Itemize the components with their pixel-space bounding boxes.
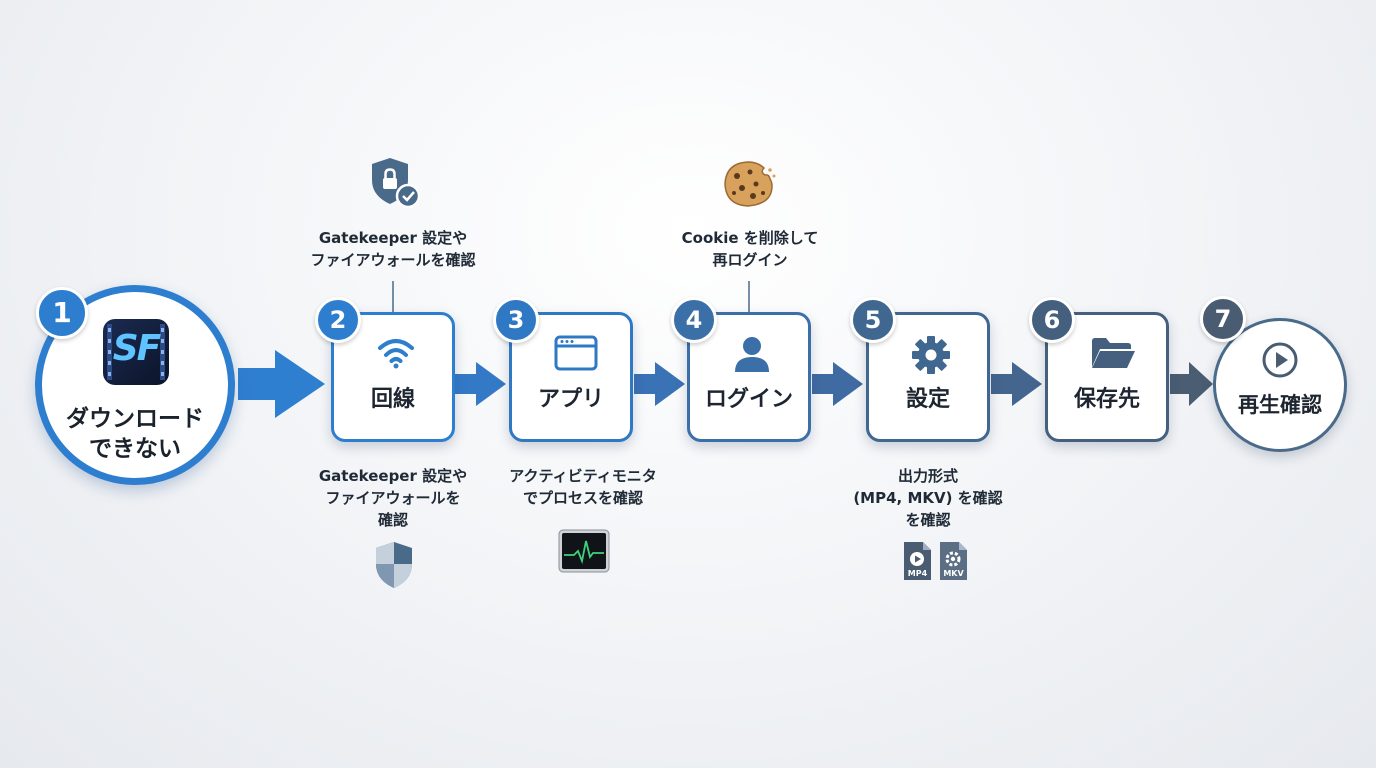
start-label-line2: できない (89, 436, 181, 462)
folder-icon (1090, 335, 1136, 375)
note-step2-top: Gatekeeper 設定や ファイアウォールを確認 (283, 227, 503, 271)
sf-app-logo-icon: SF (103, 319, 169, 389)
badge-2: 2 (315, 297, 361, 343)
note-step2-bottom: Gatekeeper 設定や ファイアウォールを 確認 (293, 465, 493, 531)
badge-7: 7 (1200, 296, 1246, 342)
note-step2-bottom-line2: ファイアウォールを (325, 489, 461, 507)
arrow-6-7 (1170, 362, 1213, 406)
note-step5-bottom-line3: を確認 (905, 511, 951, 529)
logo-text: SF (112, 328, 162, 369)
note-step3-bottom: アクティビティモニタ でプロセスを確認 (483, 465, 683, 509)
note-step5-bottom-line2: (MP4, MKV) を確認 (853, 489, 1003, 507)
step-card-7: 再生確認 (1213, 318, 1347, 452)
cookie-icon (722, 160, 778, 212)
note-step2-top-line1: Gatekeeper 設定や (318, 229, 468, 247)
wifi-icon (376, 335, 416, 375)
mp4-label: MP4 (907, 569, 928, 578)
note-step4-top-line1: Cookie を削除して (681, 229, 819, 247)
note-step2-top-line2: ファイアウォールを確認 (310, 251, 476, 269)
note-step5-bottom: 出力形式 (MP4, MKV) を確認 を確認 (828, 465, 1028, 531)
activity-monitor-icon (558, 529, 610, 577)
user-icon (732, 335, 772, 377)
note-step5-bottom-line1: 出力形式 (897, 467, 958, 485)
step-label-3: アプリ (537, 387, 604, 412)
mkv-label: MKV (943, 569, 964, 578)
arrow-3-4 (634, 362, 685, 406)
badge-3: 3 (493, 297, 539, 343)
step-label-2: 回線 (370, 387, 415, 412)
badge-5: 5 (850, 297, 896, 343)
note-step3-bottom-line1: アクティビティモニタ (509, 467, 657, 485)
gear-icon (911, 335, 951, 379)
step-label-6: 保存先 (1073, 387, 1140, 412)
badge-6: 6 (1029, 297, 1075, 343)
arrow-1-2 (238, 350, 325, 418)
note-step4-top: Cookie を削除して 再ログイン (650, 227, 850, 271)
note-step4-top-line2: 再ログイン (712, 251, 788, 269)
start-label: ダウンロード できない (42, 404, 228, 464)
arrow-2-3 (455, 362, 506, 406)
shield-icon (372, 540, 416, 594)
note-step3-bottom-line2: でプロセスを確認 (522, 489, 643, 507)
mp4-file-icon: MP4 (902, 541, 933, 581)
app-window-icon (554, 335, 598, 375)
badge-1: 1 (36, 287, 88, 339)
note-step2-bottom-line1: Gatekeeper 設定や (318, 467, 468, 485)
step-card-3: アプリ (509, 312, 633, 442)
step-label-4: ログイン (704, 387, 793, 412)
mkv-file-icon: MKV (938, 541, 969, 581)
arrow-5-6 (991, 362, 1042, 406)
step-label-7: 再生確認 (1238, 393, 1322, 417)
step-label-5: 設定 (905, 387, 950, 412)
arrow-4-5 (812, 362, 863, 406)
shield-lock-icon (368, 156, 422, 216)
step-card-4: ログイン (687, 312, 811, 442)
play-circle-icon (1261, 341, 1299, 383)
badge-4: 4 (671, 297, 717, 343)
note-step2-bottom-line3: 確認 (377, 511, 408, 529)
start-label-line1: ダウンロード (66, 406, 204, 432)
